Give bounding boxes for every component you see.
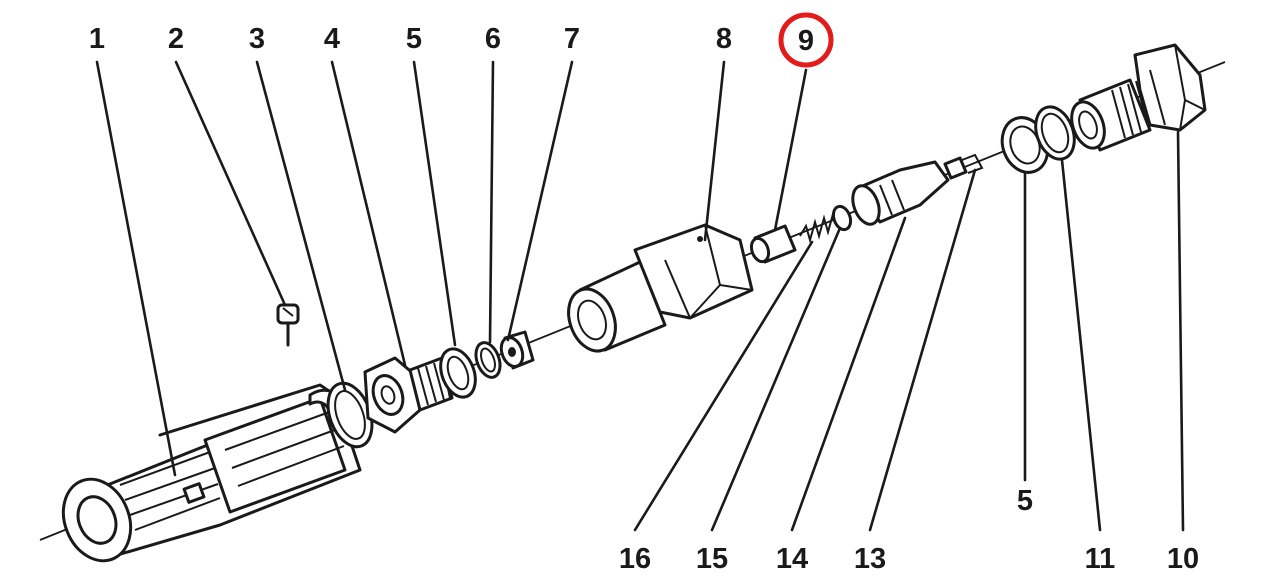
callout-5-right: 5 (1017, 485, 1033, 517)
callout-9: 9 (798, 25, 814, 57)
part-10-fitting (1070, 43, 1207, 152)
leader-11 (1060, 158, 1102, 532)
leader-2 (174, 60, 287, 307)
part-16-sleeve (749, 224, 797, 264)
callout-14: 14 (776, 543, 808, 575)
callout-6: 6 (485, 23, 501, 55)
callout-5: 5 (406, 23, 422, 55)
callout-1: 1 (89, 23, 105, 55)
callout-7: 7 (564, 23, 580, 55)
leader-3 (255, 60, 347, 392)
callout-11: 11 (1085, 543, 1116, 575)
leader-8 (703, 60, 726, 242)
leader-14 (790, 216, 907, 532)
highlight-ring-9 (778, 12, 834, 68)
part-5-o-ring-left (439, 347, 477, 399)
callout-13: 13 (854, 543, 886, 575)
callout-4: 4 (324, 23, 340, 55)
callout-8: 8 (716, 23, 732, 55)
leader-7 (506, 60, 574, 342)
part-4-hex-nut (363, 356, 454, 434)
part-1-handle (61, 383, 362, 563)
leader-9 (773, 68, 808, 232)
part-15-spring (799, 213, 834, 244)
leader-1 (95, 60, 177, 477)
leader-15 (710, 226, 842, 532)
callout-15: 15 (696, 543, 728, 575)
callout-3: 3 (249, 23, 265, 55)
part-8-coupler (567, 223, 754, 353)
part-2-screw (276, 303, 300, 347)
leader-6 (488, 60, 495, 344)
part-7-bushing (499, 330, 535, 370)
leader-4 (330, 60, 407, 367)
part-6-ring (474, 341, 502, 379)
leader-13 (868, 168, 977, 532)
leader-5 (412, 60, 457, 347)
callout-10: 10 (1167, 543, 1199, 575)
leader-10 (1176, 130, 1185, 532)
callout-2: 2 (168, 23, 184, 55)
callout-16: 16 (619, 543, 651, 575)
part-13-nozzle (851, 153, 984, 226)
part-14-washer (831, 204, 853, 232)
leader-16 (633, 240, 814, 532)
